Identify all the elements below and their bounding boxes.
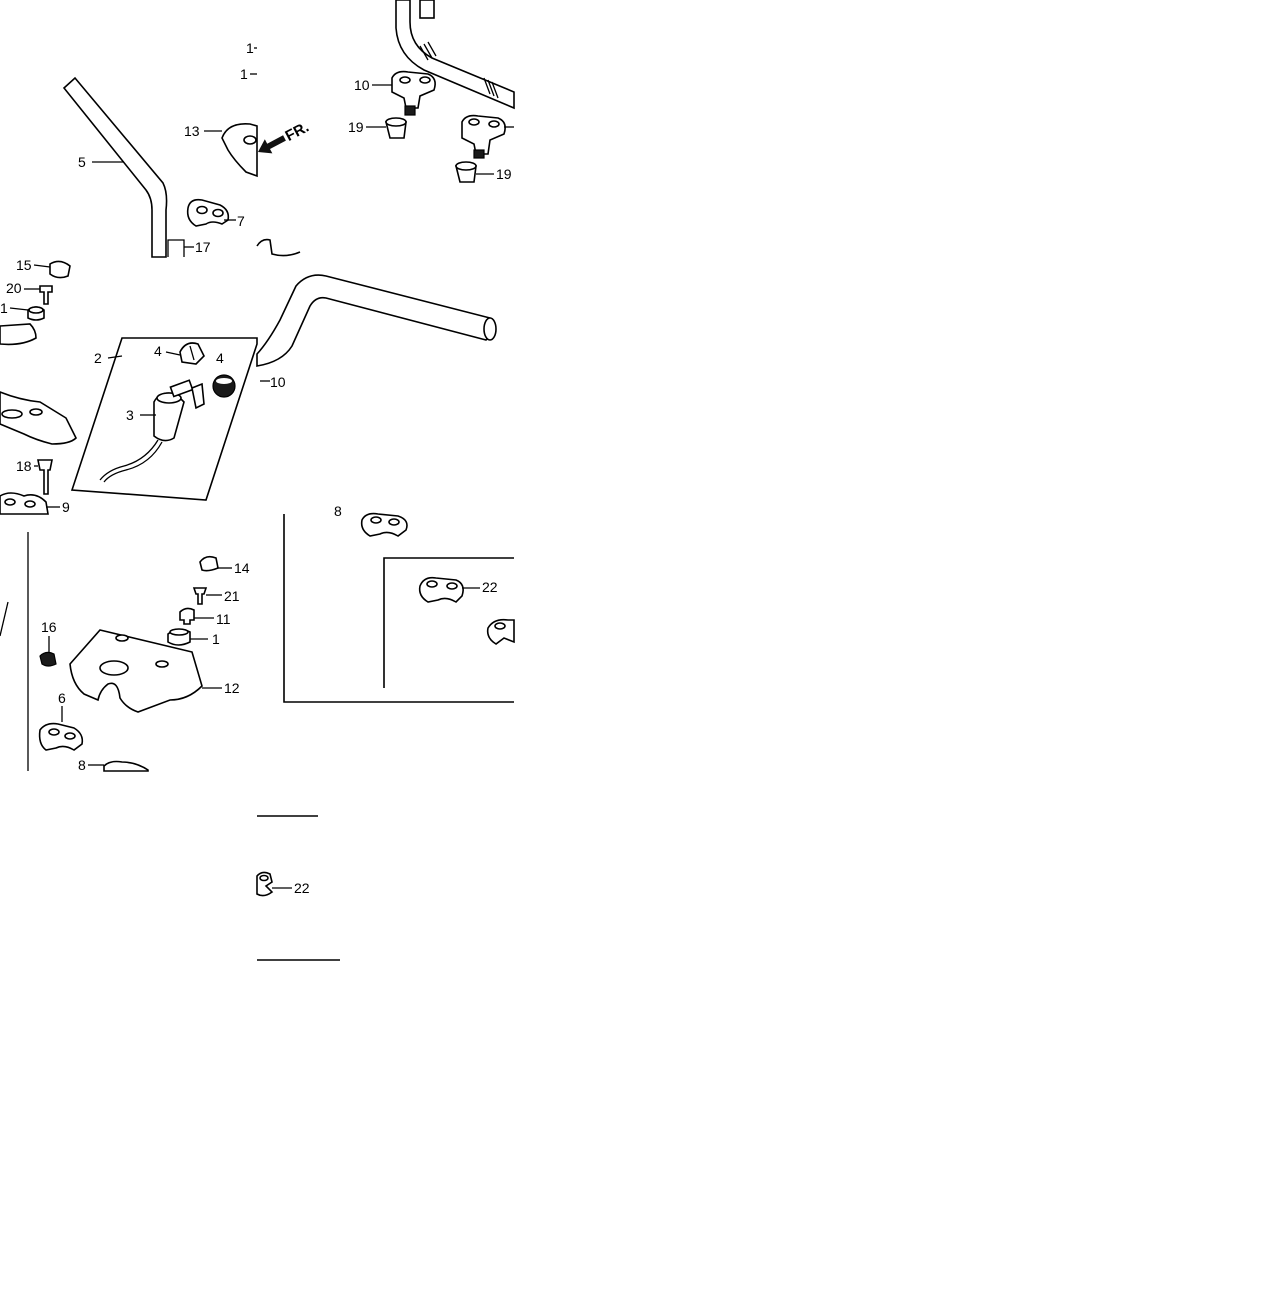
label-13: 13 — [184, 123, 200, 139]
cap-14 — [199, 555, 219, 572]
label-6: 6 — [58, 690, 66, 706]
bolt-20 — [39, 285, 53, 305]
label-9: 9 — [62, 499, 70, 515]
bolt-21 — [192, 587, 208, 605]
front-direction-arrow: FR. — [258, 119, 312, 154]
label-12: 12 — [224, 680, 240, 696]
label-14: 14 — [234, 560, 250, 576]
label-1-bottom: 1 — [212, 631, 220, 647]
label-4-left: 4 — [154, 343, 162, 359]
cap-16 — [39, 651, 57, 667]
label-8-left: 8 — [78, 757, 86, 773]
label-19-left: 19 — [348, 119, 364, 135]
handlebar-5 — [62, 76, 168, 258]
label-11: 11 — [216, 611, 231, 627]
label-10-middle: 10 — [270, 374, 286, 390]
holder-6 — [38, 722, 84, 751]
label-8-right: 8 — [334, 503, 342, 519]
cover-12 — [69, 629, 203, 713]
label-2: 2 — [94, 350, 102, 366]
tile-bottom-left: 14 21 11 16 1 12 6 8 — [0, 532, 250, 773]
label-3: 3 — [126, 407, 134, 423]
holder-7 — [186, 198, 230, 227]
washer-11 — [179, 607, 195, 625]
label-4-right: 4 — [216, 350, 224, 366]
tile-bottom-strip: 22 — [256, 815, 340, 961]
handlebar-lower — [256, 274, 495, 367]
bolt-18 — [37, 459, 53, 495]
label-5: 5 — [78, 154, 86, 170]
label-7: 7 — [237, 213, 245, 229]
label-1-top: 1 — [246, 40, 254, 56]
label-22-strip: 22 — [294, 880, 310, 896]
tile-middle: 15 20 1 2 4 4 3 18 9 10 — [0, 257, 497, 515]
label-17: 17 — [195, 239, 211, 255]
tile-top-left: 1 1 5 13 7 17 — [62, 40, 258, 258]
holder-22 — [418, 576, 464, 604]
label-10-top: 10 — [354, 77, 370, 93]
variant-box-outer — [283, 514, 514, 703]
fr-label: FR. — [282, 119, 311, 145]
bridge-cover-13 — [221, 122, 258, 178]
label-19-right: 19 — [496, 166, 512, 182]
tile-bottom-right: 8 22 — [283, 503, 515, 703]
label-15: 15 — [16, 257, 32, 273]
label-22: 22 — [482, 579, 498, 595]
label-16: 16 — [41, 619, 57, 635]
variant-box-inner — [383, 557, 514, 688]
label-21: 21 — [224, 588, 240, 604]
label-1-middle: 1 — [0, 300, 8, 316]
ignition-switch-box — [70, 337, 258, 501]
label-18: 18 — [16, 458, 32, 474]
holder-8-right — [360, 512, 408, 537]
tile-top-right: FR. 10 19 19 — [256, 0, 515, 257]
label-20: 20 — [6, 280, 22, 296]
cap-15 — [49, 260, 71, 279]
label-1-second: 1 — [240, 66, 248, 82]
